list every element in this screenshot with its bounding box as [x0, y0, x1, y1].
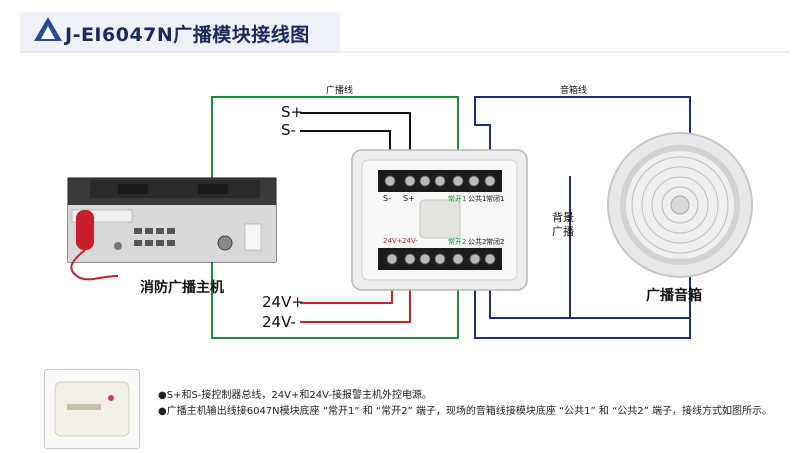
module-thumbnail — [44, 369, 140, 449]
terminal-top-1: S- — [383, 194, 391, 203]
terminal-bottom-2: 24V- — [402, 237, 418, 245]
s-plus-label: S+ — [281, 103, 304, 121]
broadcast-host — [67, 177, 277, 281]
terminal-top-2: S+ — [403, 194, 415, 203]
page-title: J-EI6047N广播模块接线图 — [65, 24, 310, 46]
module-base — [351, 149, 528, 291]
ceiling-speaker — [607, 132, 753, 278]
background-label-2: 广播 — [552, 225, 574, 238]
terminal-top-5: 常闭1 — [486, 195, 505, 203]
background-label-1: 背景 — [552, 211, 574, 224]
brand-logo-icon — [34, 17, 62, 41]
host-label: 消防广播主机 — [140, 280, 224, 296]
speaker-line-label: 音箱线 — [560, 86, 588, 96]
module-thumbnail-icon — [54, 381, 130, 437]
v24-plus-label: 24V+ — [262, 293, 304, 311]
v24-minus-label: 24V- — [262, 313, 296, 331]
terminal-bottom-5: 常闭2 — [486, 238, 505, 246]
terminal-top-4: 公共1 — [468, 195, 487, 203]
terminal-bottom-3: 常开2 — [448, 238, 467, 246]
speaker-wire-blue — [474, 96, 691, 339]
header-bar — [0, 10, 800, 54]
speaker-label: 广播音箱 — [646, 288, 702, 304]
note-1: ●S+和S-接控制器总线，24V+和24V-接报警主机外控电源。 — [158, 390, 432, 401]
broadcast-line-label: 广播线 — [326, 86, 354, 96]
terminal-bottom-4: 公共2 — [468, 238, 487, 246]
notes: ●S+和S-接控制器总线，24V+和24V-接报警主机外控电源。 ●广播主机输出… — [158, 388, 788, 420]
terminal-top-3: 常开1 — [448, 195, 467, 203]
note-2: ●广播主机输出线接6047N模块底座 “常开1” 和 “常开2” 端子，现场的音… — [158, 406, 772, 417]
terminal-bottom-1: 24V+ — [383, 237, 403, 245]
s-minus-label: S- — [281, 121, 296, 139]
